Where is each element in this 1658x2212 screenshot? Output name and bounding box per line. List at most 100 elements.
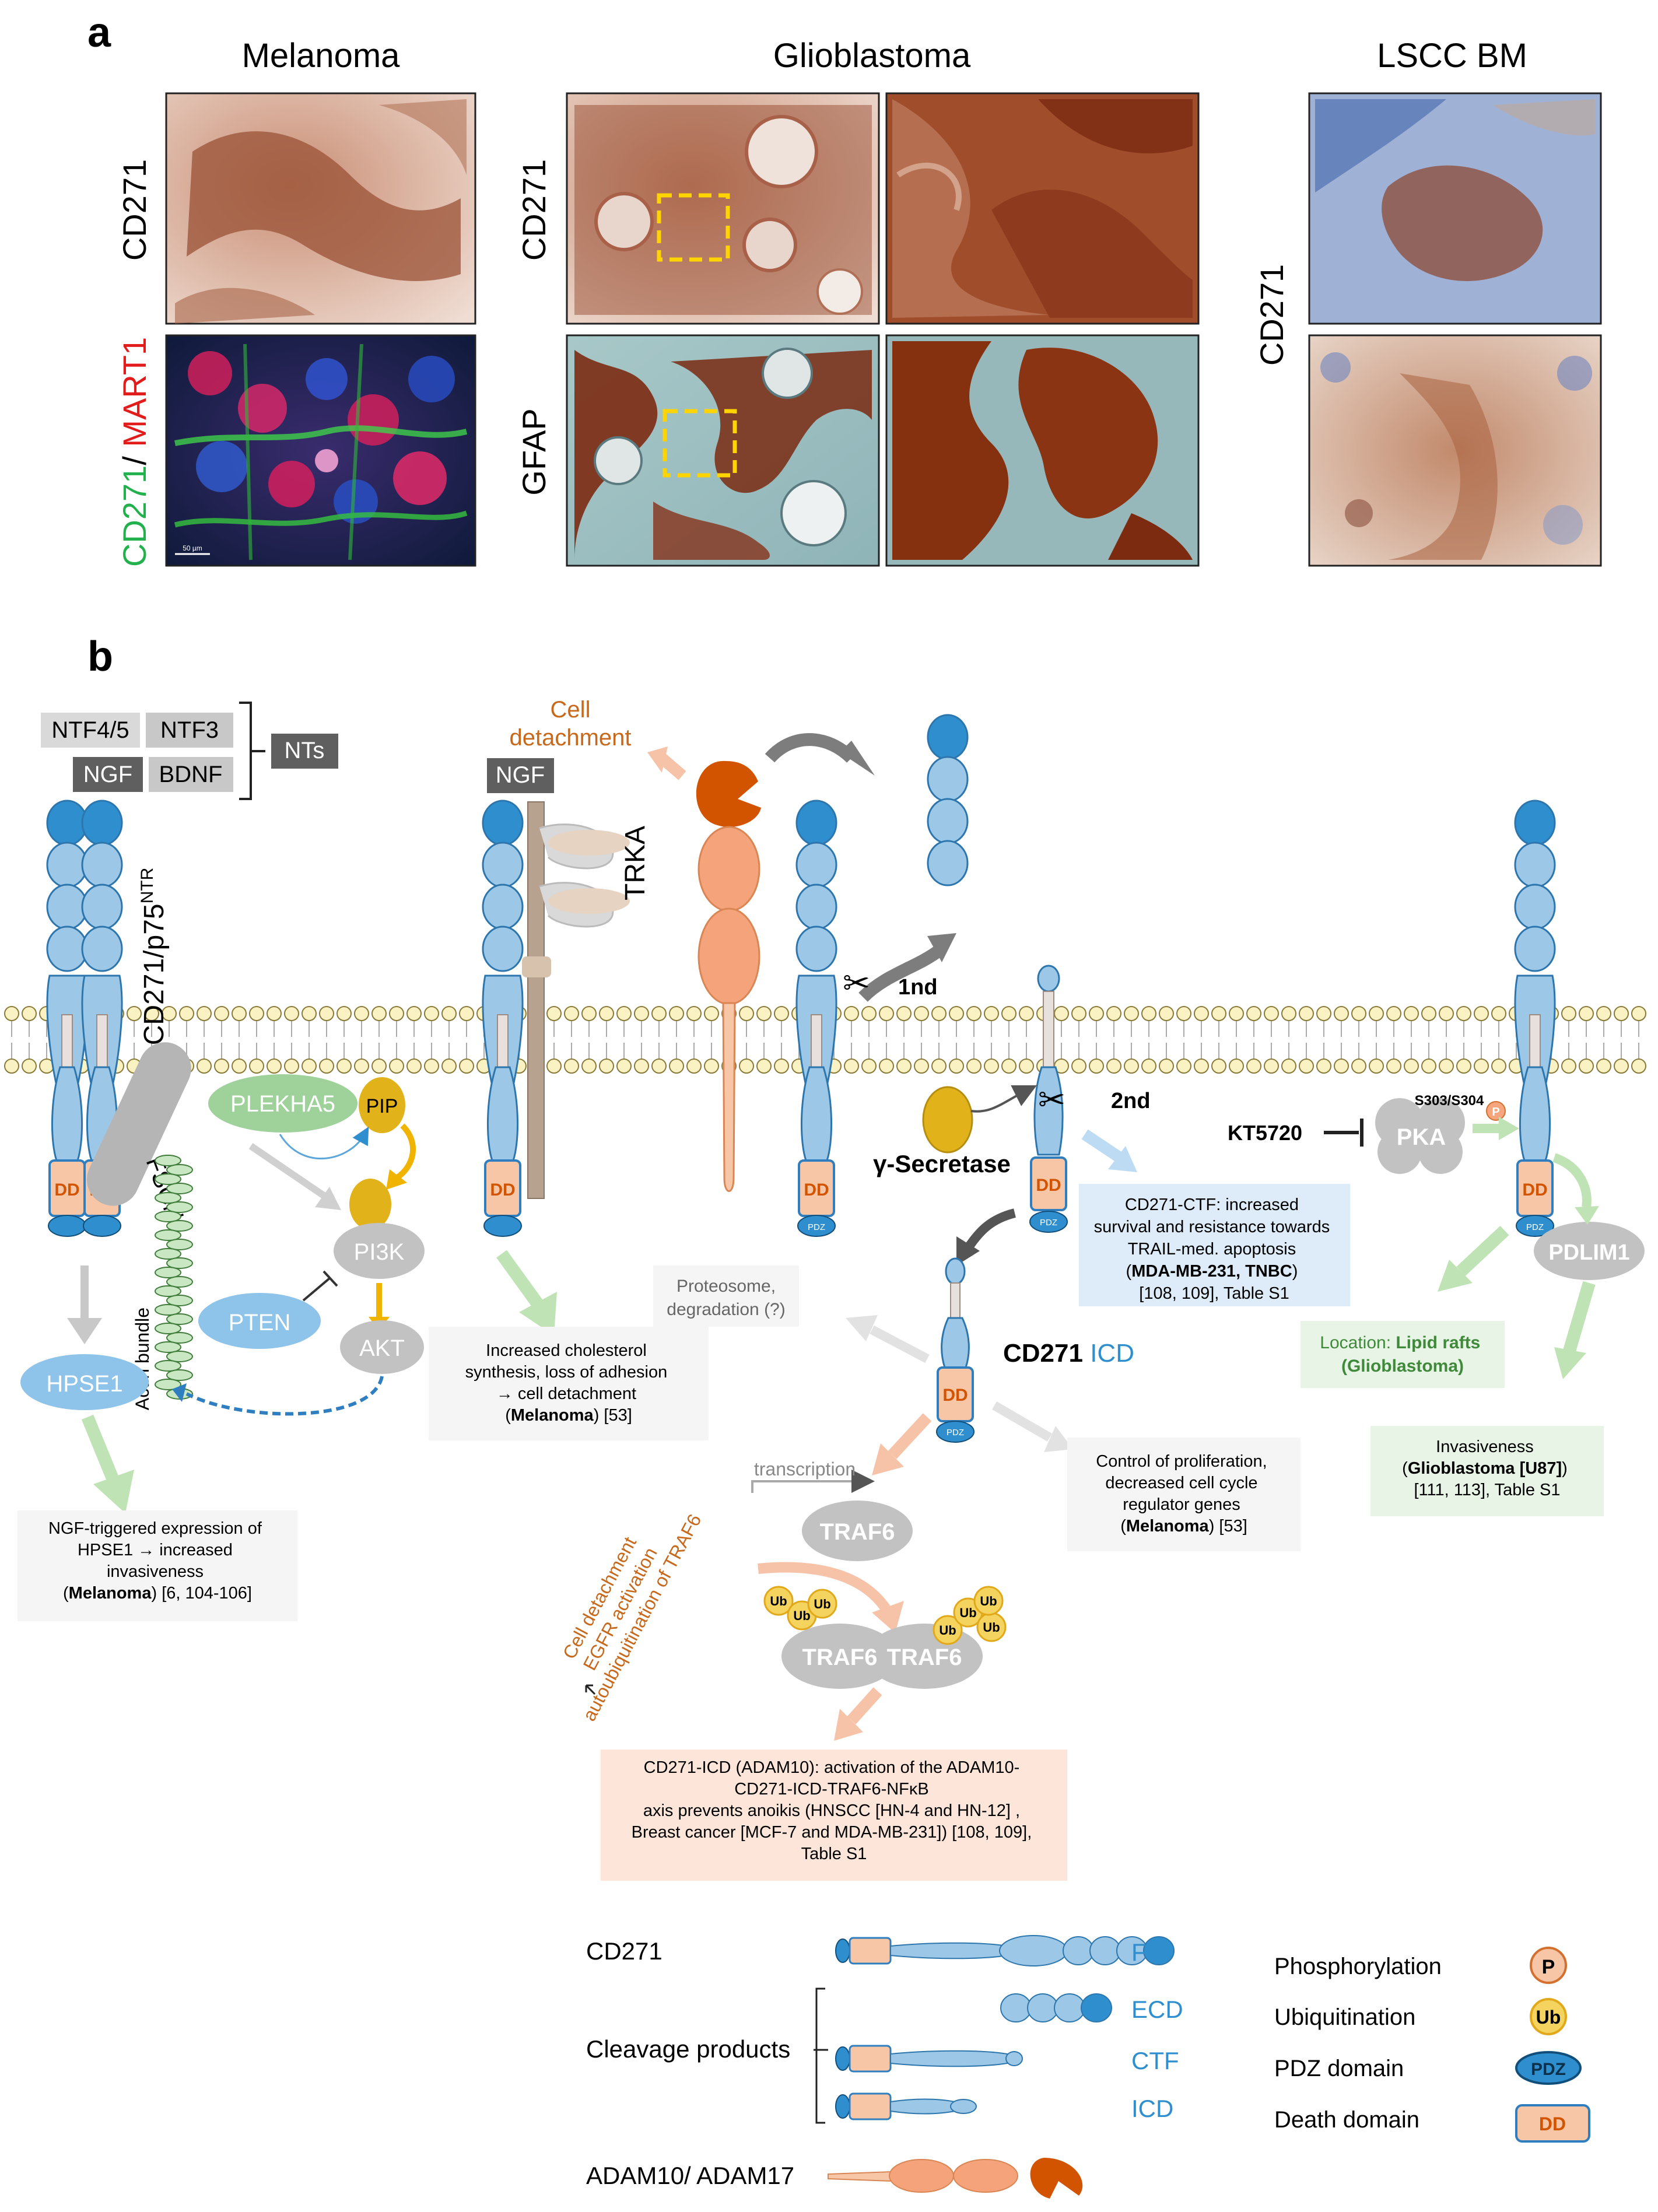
arrowhead-receptor-to-pdlim1	[1575, 1206, 1599, 1225]
lipid-head	[1001, 1006, 1016, 1021]
label-cd271-green: CD271	[116, 465, 153, 567]
lipid-head	[1054, 1006, 1069, 1021]
ubiquitin	[763, 1586, 794, 1616]
crd-bead	[81, 926, 123, 972]
lipid-head	[371, 1058, 387, 1074]
lipid-head	[949, 1058, 964, 1074]
lscc-cd271-image-top	[1308, 92, 1602, 325]
arrow-hpse1-to-box	[81, 1414, 120, 1484]
lipid-head	[914, 1006, 929, 1021]
pten-node	[198, 1293, 321, 1349]
transmembrane	[1529, 1014, 1541, 1068]
lipid-head	[406, 1058, 422, 1074]
crd-bead	[795, 926, 837, 972]
ctf-pdz	[1029, 1211, 1068, 1233]
box-hpse1: NGF-triggered expression of HPSE1 → incr…	[17, 1510, 297, 1621]
box-adam-line-1: CD271-ICD (ADAM10): activation of the AD…	[644, 1758, 1020, 1777]
crd-bead	[795, 800, 837, 846]
svg-text:Increased cholesterol sy: Increased cholesterol synthesis, loss of…	[465, 1341, 672, 1425]
pip-bound-node	[349, 1179, 391, 1230]
legend-icd-symbol	[835, 2092, 977, 2120]
proteosome-line-2: degradation (?)	[667, 1300, 785, 1319]
pip-label: PIP	[366, 1095, 398, 1117]
lipid-head	[1579, 1006, 1594, 1021]
legend-stalk-bead	[999, 1935, 1068, 1966]
label-slash: /	[116, 447, 153, 465]
crd-bead	[1514, 800, 1556, 846]
col-title-melanoma: Melanoma	[242, 37, 401, 75]
box-lipid-bold: Lipid rafts	[1396, 1333, 1480, 1352]
box-lipid-rafts: Location: Lipid rafts (Glioblastoma)	[1301, 1321, 1505, 1388]
lipid-head	[756, 1058, 772, 1074]
juxtamembrane	[800, 1066, 833, 1162]
legend-death-label: Death domain	[1274, 2107, 1419, 2133]
inhibition-pten-pi3k	[302, 1270, 338, 1302]
ligand-ntf45: NTF4/5	[51, 717, 129, 743]
lipid-head	[1631, 1006, 1646, 1021]
lipid-head	[949, 1006, 964, 1021]
lipid-head	[4, 1058, 19, 1074]
lipid-head	[1491, 1058, 1506, 1074]
lipid-head	[1089, 1006, 1104, 1021]
curved-arrow-release-ecd	[765, 733, 856, 763]
trka-label: TRKA	[620, 826, 651, 900]
ngf2-label: NGF	[496, 762, 545, 788]
box-ctf: CD271-CTF: increased survival and resist…	[1079, 1184, 1350, 1306]
lipid-head	[249, 1006, 264, 1021]
lipid-head	[1474, 1006, 1489, 1021]
box-hpse1-line-1: NGF-triggered expression of	[48, 1519, 262, 1538]
lipid-head	[931, 1006, 947, 1021]
lipid-head	[1561, 1058, 1576, 1074]
icd-pdz	[936, 1421, 975, 1443]
pka-node	[1375, 1098, 1465, 1174]
lipid-head	[214, 1058, 229, 1074]
lipid-head	[686, 1058, 702, 1074]
row-label-cd271-mart1: CD271/ MART1	[116, 337, 153, 567]
gamma-secretase-label: γ-Secretase	[873, 1150, 1011, 1177]
crd-bead	[795, 842, 837, 888]
crd-bead	[46, 926, 88, 972]
phospho-site	[1486, 1101, 1506, 1121]
lipid-head	[1229, 1058, 1244, 1074]
ubiquitin-label: Ub	[814, 1597, 830, 1611]
lipid-head	[984, 1006, 999, 1021]
crd-bead	[482, 842, 524, 888]
svg-text:Control of proliferation,: Control of proliferation, decreased cell…	[1096, 1452, 1271, 1536]
lipid-head	[1176, 1058, 1191, 1074]
lipid-head	[1421, 1006, 1436, 1021]
lipid-head	[1404, 1006, 1419, 1021]
adam-protease	[696, 760, 761, 1192]
juxtamembrane	[1519, 1066, 1551, 1162]
crd-bead	[1514, 884, 1556, 930]
lipid-head	[861, 1006, 877, 1021]
ligand-ngf: NGF	[83, 762, 132, 787]
col-title-lscc: LSCC BM	[1377, 37, 1527, 75]
hpse1-label: HPSE1	[46, 1371, 122, 1397]
lipid-head	[1124, 1058, 1139, 1074]
legend-death-symbol-text: DD	[1539, 2113, 1566, 2134]
legend-pdz	[835, 2046, 850, 2071]
legend-icd-stem	[890, 2098, 955, 2115]
lipid-head	[1351, 1006, 1366, 1021]
ubiquitin-label: Ub	[980, 1594, 997, 1608]
ecd-bead	[927, 798, 969, 844]
arrow-icd-to-traf6	[888, 1413, 932, 1459]
box-inv-line-1: Invasiveness	[1436, 1438, 1534, 1456]
legend-crd	[1089, 1936, 1121, 1965]
ctf-transmembrane	[1043, 991, 1054, 1068]
lipid-head	[704, 1006, 719, 1021]
lipid-head	[162, 1006, 177, 1021]
lipid-head	[1316, 1006, 1331, 1021]
box-hpse1-line-2: HPSE1 → increased	[78, 1541, 233, 1559]
melanoma-fluorescence-image: 50 µm	[165, 334, 476, 567]
box-chol-line-1: Increased cholesterol	[486, 1341, 647, 1360]
arrow-ngf-complex-to-box	[496, 1250, 545, 1310]
legend-ctf-symbol	[835, 2045, 1023, 2073]
lipid-head	[774, 1006, 789, 1021]
lipid-head	[336, 1058, 352, 1074]
lipid-head	[267, 1058, 282, 1074]
ligand-bdnf-box	[149, 757, 233, 792]
small-arrow-orange-text	[585, 1684, 596, 1695]
